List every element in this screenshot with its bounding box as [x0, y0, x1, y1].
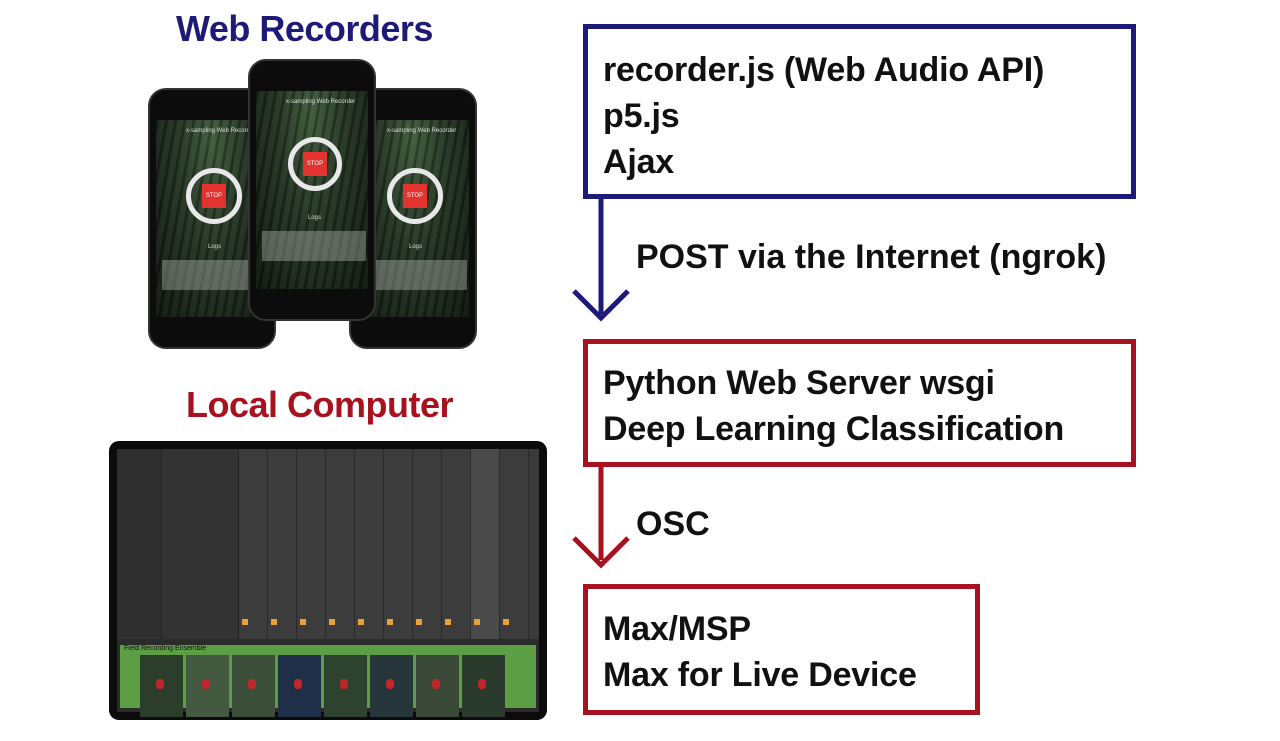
- server-box: Python Web Server wsgi Deep Learning Cla…: [583, 339, 1136, 467]
- client-line-2: p5.js: [603, 97, 680, 135]
- max-line-2: Max for Live Device: [603, 656, 917, 694]
- max-line-1: Max/MSP: [603, 610, 751, 648]
- device-title: Field Recording Ensemble: [124, 645, 207, 652]
- stop-button[interactable]: STOP: [403, 184, 427, 208]
- client-box: recorder.js (Web Audio API) p5.js Ajax: [583, 24, 1136, 199]
- stop-button[interactable]: STOP: [202, 184, 226, 208]
- app-title: x-sampling Web Recorder: [387, 128, 457, 134]
- server-line-2: Deep Learning Classification: [603, 410, 1065, 448]
- local-computer-screenshot: Field Recording Ensemble: [109, 441, 547, 720]
- record-ring: [186, 168, 242, 224]
- osc-edge-label: OSC: [636, 505, 710, 543]
- max-box: Max/MSP Max for Live Device: [583, 584, 980, 715]
- server-line-1: Python Web Server wsgi: [603, 364, 995, 402]
- local-computer-heading: Local Computer: [186, 384, 454, 425]
- app-title: x-sampling Web Recorder: [186, 128, 256, 134]
- max-for-live-device: Field Recording Ensemble: [120, 645, 536, 717]
- phone-center: x-sampling Web Recorder STOP Logs: [248, 59, 376, 321]
- stop-button[interactable]: STOP: [303, 152, 327, 176]
- logs-label: Logs: [308, 215, 322, 221]
- arrow-osc: [572, 467, 630, 569]
- client-line-3: Ajax: [603, 143, 675, 181]
- logs-label: Logs: [409, 244, 423, 250]
- browser-sidebar: [117, 449, 162, 639]
- file-list: [162, 449, 239, 639]
- arrow-post: [572, 199, 630, 322]
- record-ring: [387, 168, 443, 224]
- app-title: x-sampling Web Recorder: [286, 99, 356, 105]
- logs-panel: [262, 231, 366, 261]
- client-line-1: recorder.js (Web Audio API): [603, 51, 1045, 89]
- session-tracks: [239, 449, 539, 639]
- logs-panel: [363, 260, 467, 290]
- logs-label: Logs: [208, 244, 222, 250]
- web-recorders-heading: Web Recorders: [176, 8, 433, 49]
- post-edge-label: POST via the Internet (ngrok): [636, 238, 1107, 276]
- record-ring: [288, 137, 342, 191]
